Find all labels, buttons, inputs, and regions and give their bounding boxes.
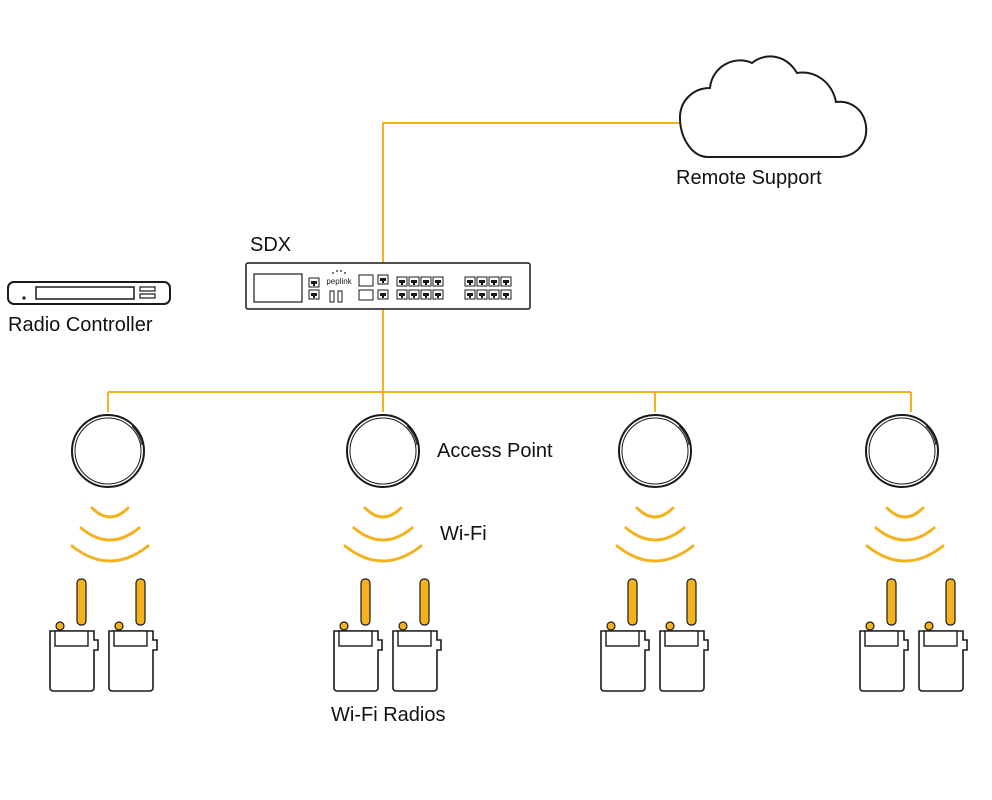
ethernet-port-icon [432, 276, 444, 287]
router-port-block-right [464, 276, 512, 300]
ethernet-port-icon [432, 289, 444, 300]
radio-controller-icon [7, 281, 171, 305]
walkie-talkie-icon [918, 578, 968, 692]
ethernet-port-icon [464, 276, 476, 287]
walkie-talkie-icon [659, 578, 709, 692]
access-point-icon [346, 414, 420, 488]
sdx-router-icon: peplink [245, 262, 531, 310]
access-point-icon [865, 414, 939, 488]
ethernet-port-icon [420, 289, 432, 300]
wifi-signal-icon [343, 506, 423, 563]
access-points [71, 414, 939, 488]
wifi-label: Wi-Fi [440, 523, 487, 545]
access-point-icon [71, 414, 145, 488]
peplink-logo: peplink [326, 270, 353, 286]
ethernet-port-icon [488, 276, 500, 287]
ethernet-port-icon [500, 276, 512, 287]
ethernet-port-icon [377, 274, 389, 285]
ethernet-port-icon [396, 276, 408, 287]
ethernet-port-icon [500, 289, 512, 300]
ethernet-port-icon [464, 289, 476, 300]
walkie-talkie-icon [49, 578, 99, 692]
walkie-talkie-icon [108, 578, 158, 692]
wifi-signal-icon [865, 506, 945, 563]
router-port-block-left [308, 277, 320, 300]
ethernet-port-icon [408, 289, 420, 300]
wifi-signals [70, 506, 945, 563]
remote-support-label: Remote Support [676, 167, 822, 189]
access-point-label: Access Point [437, 440, 553, 462]
cloud-icon [678, 55, 868, 158]
access-point-icon [618, 414, 692, 488]
wifi-signal-icon [70, 506, 150, 563]
ethernet-port-icon [308, 277, 320, 288]
sdx-label: SDX [250, 234, 292, 256]
walkie-talkie-icon [600, 578, 650, 692]
ethernet-port-icon [476, 276, 488, 287]
ethernet-port-icon [396, 289, 408, 300]
ethernet-port-icon [377, 289, 389, 300]
connection-lines [107, 122, 912, 412]
walkie-talkie-icon [392, 578, 442, 692]
ethernet-port-icon [420, 276, 432, 287]
wifi-radios-label: Wi-Fi Radios [331, 704, 446, 726]
ethernet-port-icon [476, 289, 488, 300]
router-port-block-main [377, 274, 444, 300]
walkie-talkie-icon [333, 578, 383, 692]
walkie-talkie-icon [859, 578, 909, 692]
ethernet-port-icon [488, 289, 500, 300]
uplink-line [382, 122, 680, 263]
radio-controller-label: Radio Controller [8, 314, 153, 336]
ethernet-port-icon [308, 289, 320, 300]
router-brand-text: peplink [326, 277, 352, 286]
ethernet-port-icon [408, 276, 420, 287]
wifi-radios [49, 578, 968, 692]
wifi-signal-icon [615, 506, 695, 563]
